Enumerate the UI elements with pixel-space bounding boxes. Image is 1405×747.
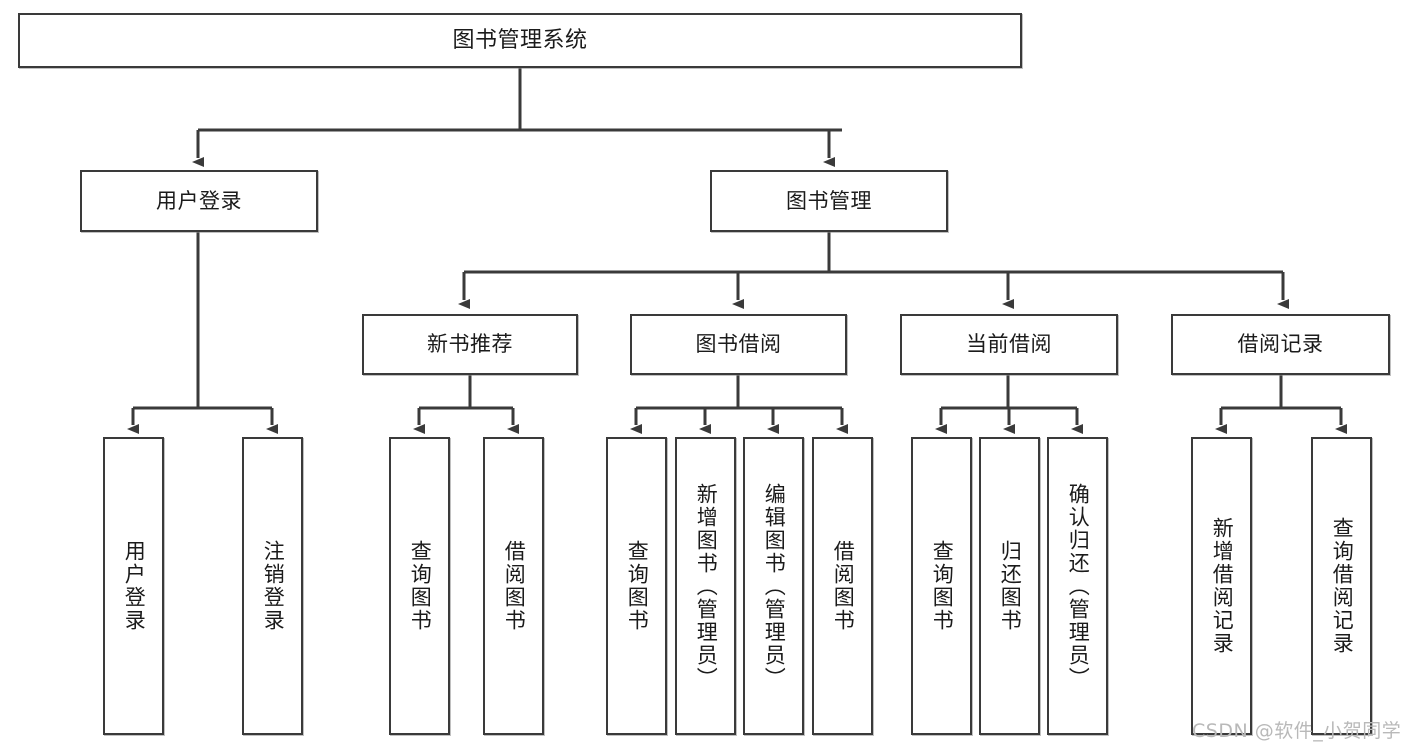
node-borrow-records[interactable]: 借阅记录 [1171, 314, 1390, 375]
leaf-confirm-return-admin[interactable]: 确认归还（管理员） [1047, 437, 1108, 735]
node-label: 查询借阅记录 [1330, 517, 1355, 655]
node-book-borrow[interactable]: 图书借阅 [630, 314, 847, 375]
leaf-add-book-admin[interactable]: 新增图书（管理员） [675, 437, 736, 735]
node-user-login[interactable]: 用户登录 [80, 170, 318, 232]
node-label: 新增图书（管理员） [694, 482, 719, 690]
csdn-watermark: CSDN @软件_小贺同学 [1192, 720, 1402, 742]
node-label: 编辑图书（管理员） [762, 482, 787, 690]
leaf-add-borrow-record[interactable]: 新增借阅记录 [1191, 437, 1252, 735]
node-label: 借阅图书 [831, 540, 856, 632]
node-label: 图书借阅 [695, 332, 782, 357]
leaf-return-books[interactable]: 归还图书 [979, 437, 1040, 735]
node-label: 借阅图书 [502, 540, 527, 632]
node-book-management[interactable]: 图书管理 [710, 170, 948, 232]
node-label: 借阅记录 [1237, 332, 1324, 357]
leaf-query-books-recommend[interactable]: 查询图书 [389, 437, 450, 735]
node-label: 图书管理系统 [452, 27, 588, 53]
node-label: 用户登录 [122, 540, 147, 632]
leaf-borrow-books-recommend[interactable]: 借阅图书 [483, 437, 544, 735]
leaf-edit-book-admin[interactable]: 编辑图书（管理员） [743, 437, 804, 735]
node-label: 确认归还（管理员） [1066, 482, 1091, 690]
node-current-borrow[interactable]: 当前借阅 [900, 314, 1118, 375]
node-label: 查询图书 [408, 540, 433, 632]
node-label: 查询图书 [625, 540, 650, 632]
node-new-book-recommend[interactable]: 新书推荐 [362, 314, 578, 375]
leaf-query-borrow-record[interactable]: 查询借阅记录 [1311, 437, 1372, 735]
leaf-user-login[interactable]: 用户登录 [103, 437, 164, 735]
node-label: 注销登录 [261, 540, 286, 632]
node-root-book-management-system[interactable]: 图书管理系统 [18, 13, 1022, 68]
leaf-logout[interactable]: 注销登录 [242, 437, 303, 735]
node-label: 新增借阅记录 [1210, 517, 1235, 655]
node-label: 查询图书 [930, 540, 955, 632]
node-label: 当前借阅 [966, 332, 1052, 357]
leaf-query-books-borrow[interactable]: 查询图书 [606, 437, 667, 735]
node-label: 用户登录 [156, 188, 242, 213]
leaf-borrow-books[interactable]: 借阅图书 [812, 437, 873, 735]
leaf-query-books-current[interactable]: 查询图书 [911, 437, 972, 735]
node-label: 归还图书 [998, 540, 1023, 632]
node-label: 图书管理 [786, 188, 872, 213]
node-label: 新书推荐 [427, 332, 513, 357]
